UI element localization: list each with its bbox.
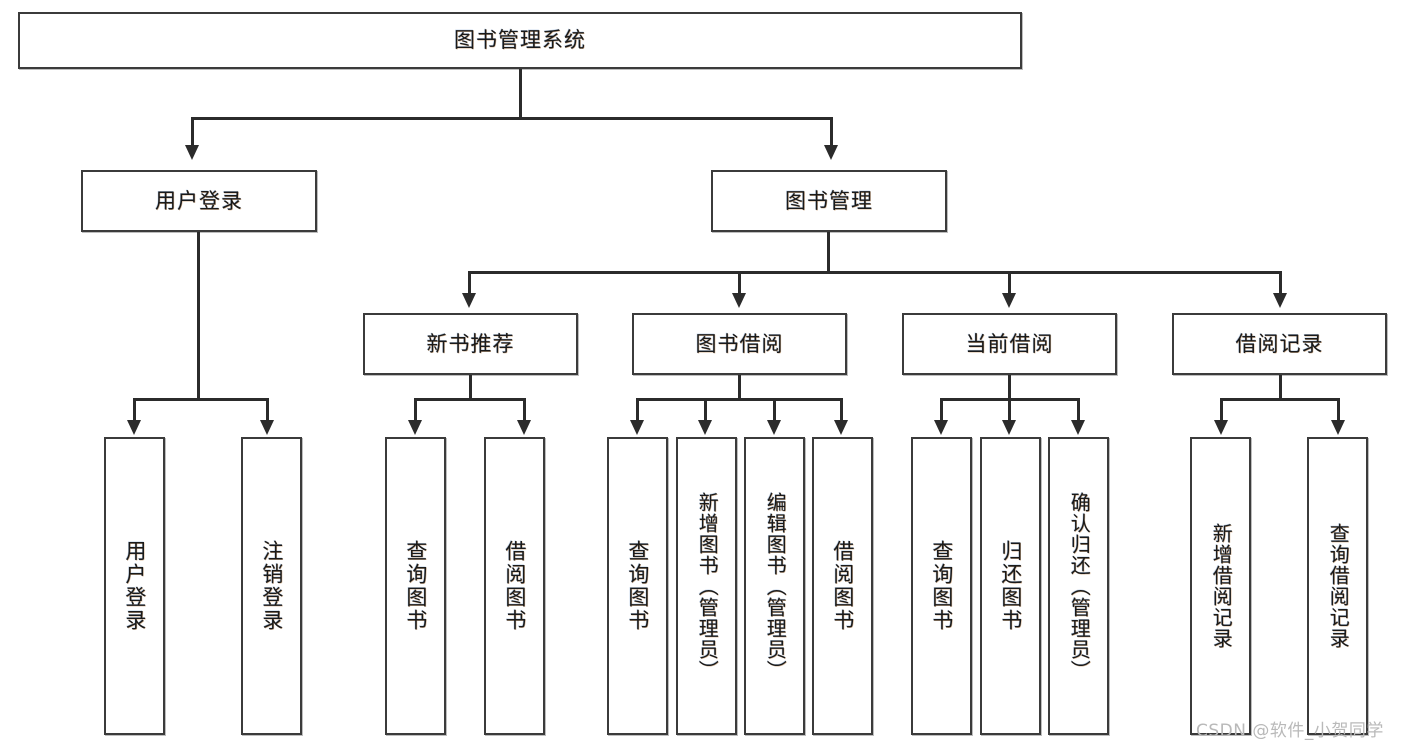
arrow-current-borrow-to-leaf-1 — [934, 420, 948, 435]
leaf-label: 编辑图书（管理员） — [763, 491, 788, 681]
connector-book-borrow-stem — [738, 375, 741, 400]
connector-user-login-drop-1 — [133, 398, 136, 420]
node-user-login[interactable]: 用户登录 — [81, 170, 317, 232]
leaf-label: 用户登录 — [122, 540, 147, 632]
leaf-book-borrow-query[interactable]: 查询图书 — [607, 437, 668, 735]
leaf-label: 新增借阅记录 — [1209, 523, 1234, 649]
leaf-user-login-login[interactable]: 用户登录 — [104, 437, 165, 735]
connector-user-login-bus — [133, 398, 269, 401]
connector-borrow-records-drop-1 — [1220, 398, 1223, 420]
leaf-book-borrow-edit[interactable]: 编辑图书（管理员） — [744, 437, 805, 735]
connector-book-mgmt-bus — [468, 271, 1282, 274]
node-root-system[interactable]: 图书管理系统 — [18, 12, 1022, 69]
arrow-book-mgmt-to-borrow-records — [1273, 293, 1287, 308]
connector-book-borrow-drop-3 — [773, 398, 776, 420]
connector-book-mgmt-drop-4 — [1279, 271, 1282, 293]
arrow-borrow-records-to-leaf-2 — [1331, 420, 1345, 435]
connector-book-borrow-drop-1 — [636, 398, 639, 420]
leaf-label: 归还图书 — [998, 540, 1023, 632]
arrow-new-book-to-leaf-1 — [408, 420, 422, 435]
leaf-label: 查询图书 — [403, 540, 428, 632]
node-label: 借阅记录 — [1235, 331, 1324, 356]
node-current-borrow[interactable]: 当前借阅 — [902, 313, 1117, 375]
leaf-label: 注销登录 — [259, 540, 284, 632]
leaf-new-book-borrow[interactable]: 借阅图书 — [484, 437, 545, 735]
connector-root-to-book-mgmt — [830, 117, 833, 145]
node-label: 当前借阅 — [965, 331, 1054, 356]
leaf-label: 借阅图书 — [502, 540, 527, 632]
arrow-book-borrow-to-leaf-3 — [767, 420, 781, 435]
node-book-borrow[interactable]: 图书借阅 — [632, 313, 847, 375]
leaf-current-borrow-query[interactable]: 查询图书 — [911, 437, 972, 735]
csdn-watermark: CSDN @软件_小贺同学 — [1196, 721, 1384, 741]
leaf-label: 新增图书（管理员） — [695, 491, 720, 681]
node-label: 用户登录 — [155, 188, 243, 213]
connector-root-bus — [191, 117, 833, 120]
arrow-book-borrow-to-leaf-1 — [630, 420, 644, 435]
leaf-label: 确认归还（管理员） — [1067, 491, 1092, 681]
connector-new-book-drop-1 — [414, 398, 417, 420]
leaf-book-borrow-borrow[interactable]: 借阅图书 — [812, 437, 873, 735]
leaf-label: 借阅图书 — [830, 540, 855, 632]
connector-book-mgmt-drop-1 — [468, 271, 471, 293]
arrow-root-to-user-login — [185, 145, 199, 160]
leaf-book-borrow-add[interactable]: 新增图书（管理员） — [676, 437, 737, 735]
connector-borrow-records-bus — [1220, 398, 1340, 401]
connector-book-mgmt-stem — [827, 232, 830, 273]
arrow-root-to-book-mgmt — [824, 145, 838, 160]
node-label: 图书管理 — [785, 188, 873, 213]
arrow-user-login-to-leaf-2 — [260, 420, 274, 435]
arrow-book-borrow-to-leaf-4 — [834, 420, 848, 435]
node-label: 图书管理系统 — [454, 28, 586, 53]
connector-root-to-user-login — [191, 117, 194, 145]
connector-current-borrow-drop-2 — [1008, 398, 1011, 420]
connector-current-borrow-stem — [1008, 375, 1011, 400]
node-book-management[interactable]: 图书管理 — [711, 170, 947, 232]
connector-new-book-drop-2 — [523, 398, 526, 420]
node-label: 新书推荐 — [426, 331, 515, 356]
connector-user-login-stem — [197, 232, 200, 400]
connector-book-borrow-drop-4 — [840, 398, 843, 420]
leaf-user-login-logout[interactable]: 注销登录 — [241, 437, 302, 735]
leaf-current-borrow-return[interactable]: 归还图书 — [980, 437, 1041, 735]
connector-book-mgmt-drop-3 — [1008, 271, 1011, 293]
connector-borrow-records-drop-2 — [1337, 398, 1340, 420]
node-new-book-recommend[interactable]: 新书推荐 — [363, 313, 578, 375]
leaf-current-borrow-confirm[interactable]: 确认归还（管理员） — [1048, 437, 1109, 735]
leaf-label: 查询图书 — [625, 540, 650, 632]
connector-new-book-bus — [414, 398, 526, 401]
arrow-borrow-records-to-leaf-1 — [1214, 420, 1228, 435]
leaf-borrow-records-query[interactable]: 查询借阅记录 — [1307, 437, 1368, 735]
connector-user-login-drop-2 — [266, 398, 269, 420]
leaf-label: 查询图书 — [929, 540, 954, 632]
leaf-new-book-query[interactable]: 查询图书 — [385, 437, 446, 735]
leaf-label: 查询借阅记录 — [1326, 523, 1351, 649]
connector-borrow-records-stem — [1279, 375, 1282, 400]
arrow-book-mgmt-to-current-borrow — [1002, 293, 1016, 308]
connector-current-borrow-drop-1 — [940, 398, 943, 420]
connector-book-borrow-drop-2 — [704, 398, 707, 420]
arrow-new-book-to-leaf-2 — [517, 420, 531, 435]
arrow-current-borrow-to-leaf-2 — [1002, 420, 1016, 435]
connector-book-borrow-bus — [636, 398, 843, 401]
connector-root-stem — [519, 69, 522, 119]
arrow-book-mgmt-to-book-borrow — [732, 293, 746, 308]
arrow-book-mgmt-to-new-book — [462, 293, 476, 308]
connector-current-borrow-drop-3 — [1077, 398, 1080, 420]
connector-new-book-stem — [469, 375, 472, 400]
arrow-user-login-to-leaf-1 — [127, 420, 141, 435]
node-borrow-records[interactable]: 借阅记录 — [1172, 313, 1387, 375]
arrow-book-borrow-to-leaf-2 — [698, 420, 712, 435]
connector-book-mgmt-drop-2 — [738, 271, 741, 293]
arrow-current-borrow-to-leaf-3 — [1071, 420, 1085, 435]
leaf-borrow-records-add[interactable]: 新增借阅记录 — [1190, 437, 1251, 735]
node-label: 图书借阅 — [695, 331, 784, 356]
